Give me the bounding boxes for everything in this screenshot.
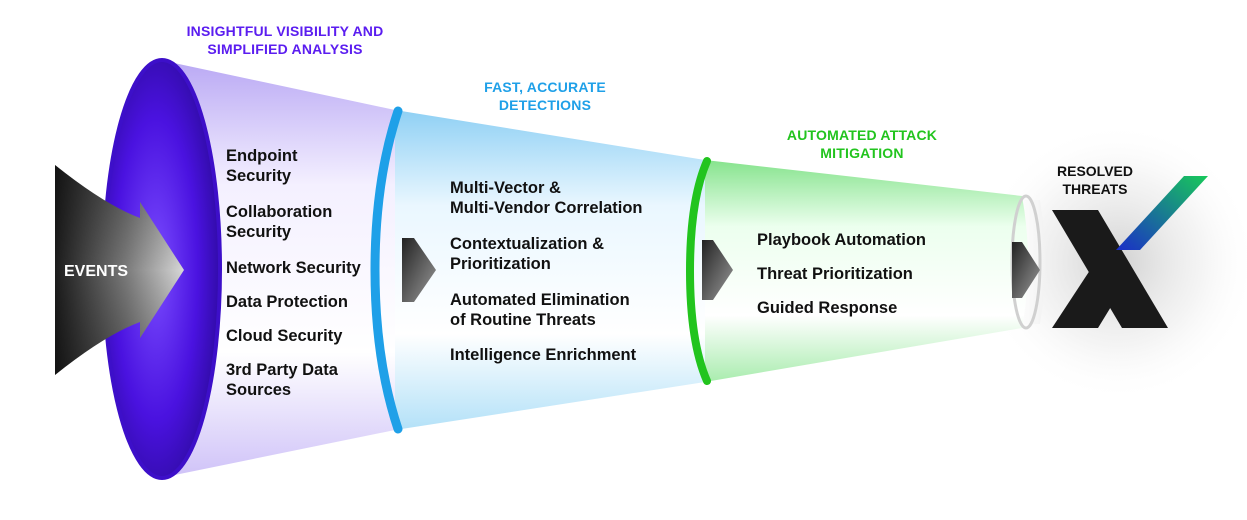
stage-1-item: Data Protection — [226, 293, 348, 311]
stage-2-item: Multi-Vector & Multi-Vendor Correlation — [450, 179, 643, 217]
stage-1-item: 3rd Party Data Sources — [226, 361, 338, 399]
funnel-ring-green — [685, 157, 711, 385]
chevron-right-icon — [1012, 242, 1040, 298]
stage-3-heading: AUTOMATED ATTACK MITIGATION — [786, 127, 938, 161]
events-label: EVENTS — [64, 263, 129, 280]
stage-2-item: Contextualization & Prioritization — [450, 235, 605, 273]
resolved-threats-label: RESOLVED THREATS — [1057, 163, 1133, 197]
funnel-ring-blue — [370, 106, 403, 434]
stage-3-item: Playbook Automation — [757, 231, 926, 249]
chevron-right-icon — [402, 238, 436, 302]
stage-2-item: Intelligence Enrichment — [450, 346, 637, 364]
stage-1-item: Endpoint Security — [226, 147, 298, 185]
funnel-segment-1 — [160, 60, 395, 478]
funnel-segment-2 — [395, 110, 705, 430]
stage-2-heading: FAST, ACCURATE DETECTIONS — [484, 79, 606, 113]
stage-1-item: Collaboration Security — [226, 203, 333, 241]
funnel-segment-3 — [705, 160, 1028, 382]
stage-1-item: Cloud Security — [226, 327, 343, 345]
stage-2-item: Automated Elimination of Routine Threats — [450, 291, 630, 329]
stage-3-item: Threat Prioritization — [757, 265, 913, 283]
chevron-right-icon — [702, 240, 733, 300]
stage-1-heading: INSIGHTFUL VISIBILITY AND SIMPLIFIED ANA… — [186, 23, 384, 57]
x-logo-icon — [1052, 176, 1208, 328]
stage-1-item: Network Security — [226, 259, 361, 277]
stage-3-item: Guided Response — [757, 299, 898, 317]
events-arrow-shade — [55, 165, 184, 375]
